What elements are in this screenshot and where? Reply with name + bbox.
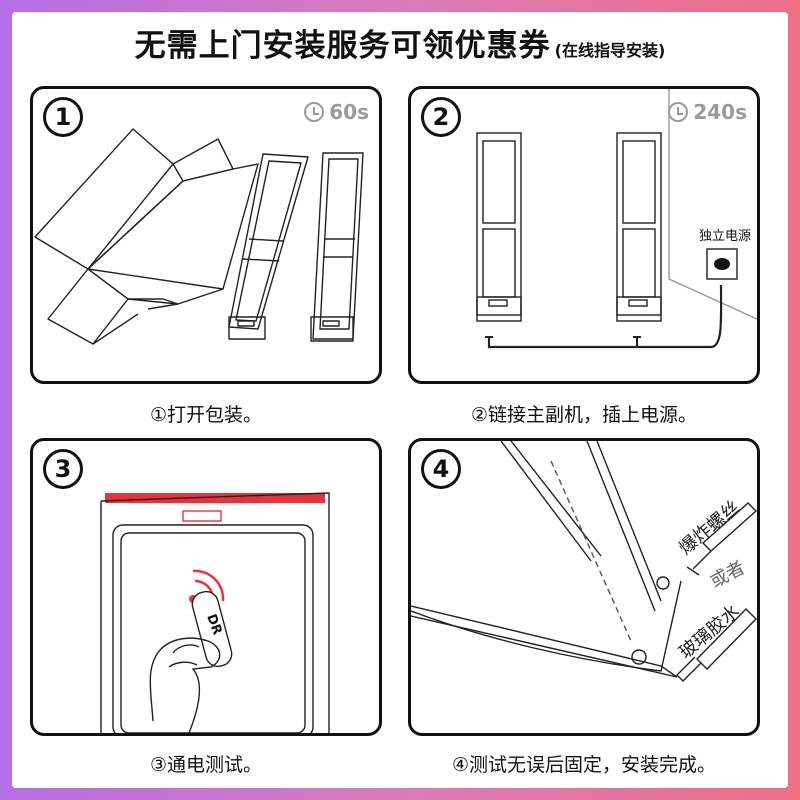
step-1-caption: ①打开包装。 — [149, 404, 263, 426]
socket-label: 独立电源 — [699, 229, 752, 244]
screw-hole-2 — [656, 576, 670, 590]
connect-illustration — [476, 89, 757, 349]
step-2-caption: ②链接主副机，插上电源。 — [470, 404, 698, 426]
glue-tube — [696, 608, 757, 670]
clock-icon — [304, 102, 325, 122]
antenna-panel-1 — [228, 153, 309, 330]
wall-corner — [668, 89, 757, 320]
title-subtitle: (在线指导安装) — [554, 41, 666, 60]
title-main: 无需上门安装服务可领优惠券 — [134, 28, 551, 64]
step-number-badge: 1 — [43, 97, 83, 137]
antenna-base-2 — [310, 316, 354, 342]
box-flap-left — [34, 128, 174, 270]
timer-value: 60s — [329, 100, 369, 124]
timer-value: 240s — [693, 100, 747, 124]
connection-cable — [487, 284, 723, 349]
box-flap-bottom — [47, 268, 129, 345]
antenna-base-1 — [228, 316, 266, 340]
step-4-panel: 4 爆炸螺丝 或者 玻璃胶水 — [408, 438, 760, 736]
step-timer: 60s — [304, 99, 369, 125]
step-timer: 240s — [668, 99, 747, 125]
led-strip — [105, 493, 325, 503]
tag-text: DR — [203, 612, 224, 637]
screw-hole-1 — [631, 649, 647, 665]
step-number-badge: 2 — [421, 97, 461, 137]
step-3-caption: ③通电测试。 — [149, 754, 263, 776]
main-antenna — [476, 132, 522, 316]
step-2-panel: 2 240s 独立电源 — [408, 86, 760, 384]
step-1-panel: 1 60s — [30, 86, 382, 384]
unboxing-illustration — [34, 128, 364, 345]
box-flap-top — [172, 138, 234, 182]
expansion-screw — [701, 502, 757, 552]
step-4-caption: ④测试无误后固定，安装完成。 — [451, 754, 717, 776]
step-3-panel: DR 3 — [30, 438, 382, 736]
test-illustration: DR — [100, 492, 330, 733]
security-tag — [191, 590, 233, 668]
fixing-illustration — [411, 441, 757, 682]
sub-antenna — [616, 132, 662, 316]
main-antenna-base — [476, 296, 522, 322]
clock-icon — [668, 102, 689, 122]
step-number-badge: 3 — [43, 449, 83, 489]
step-number-badge: 4 — [421, 449, 461, 489]
antenna-frame — [112, 524, 314, 733]
socket-hole-icon — [714, 258, 730, 270]
status-indicator — [182, 510, 222, 522]
hand — [149, 637, 221, 733]
sub-antenna-base — [616, 296, 662, 322]
page-title: 无需上门安装服务可领优惠券(在线指导安装) — [0, 20, 800, 65]
